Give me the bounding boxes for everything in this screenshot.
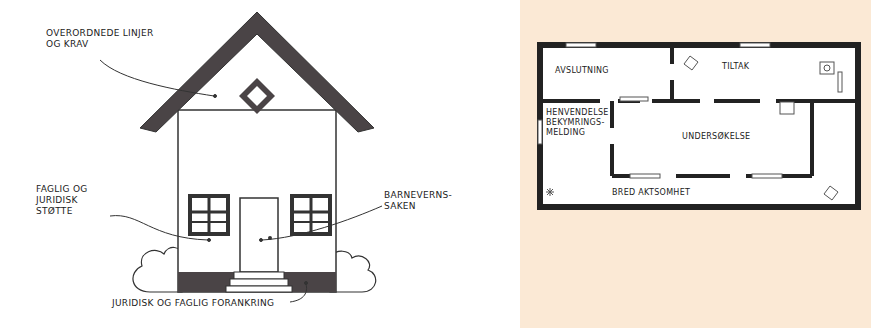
foundation <box>178 272 336 292</box>
callout-label: OVERORDNEDE LINJER OG KRAV <box>46 28 156 50</box>
panel <box>0 0 520 328</box>
room-label: AVSLUTNING <box>555 66 655 76</box>
step <box>226 286 292 292</box>
callout-label: JURIDISK OG FAGLIG FORANKRING <box>112 298 312 309</box>
bush <box>133 247 182 292</box>
callout-label: FAGLIG OG JURIDISK STØTTE <box>36 184 116 217</box>
room-label: HENVENDELSE BEKYMRINGS-MELDING <box>546 108 608 138</box>
room-label: BRED AKTSOMHET <box>612 188 752 198</box>
gable-window-pane <box>247 86 267 106</box>
room-label: TILTAK <box>722 62 782 72</box>
callout-label: BARNEVERNS-SAKEN <box>384 190 464 212</box>
roof <box>140 12 374 132</box>
step <box>230 279 288 286</box>
room-label: UNDERSØKELSE <box>682 132 772 142</box>
gable-window <box>239 78 275 114</box>
step <box>234 272 284 279</box>
floor-plan <box>538 43 858 207</box>
house-wall <box>178 110 336 292</box>
door <box>240 198 278 272</box>
bush <box>330 251 376 292</box>
leader-line <box>100 60 382 302</box>
